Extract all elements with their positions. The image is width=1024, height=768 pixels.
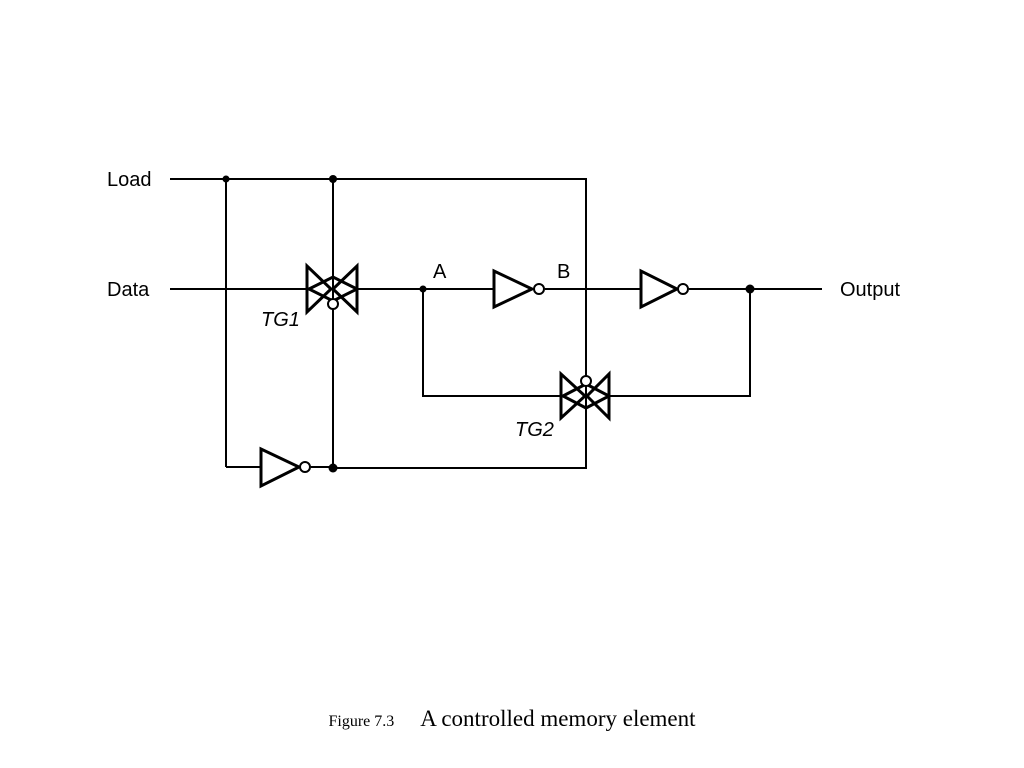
- output-label: Output: [840, 279, 900, 301]
- inverter-1: [492, 268, 545, 310]
- inverter-2: [639, 268, 689, 310]
- load-wire: [170, 178, 587, 469]
- junction-dot-load-left: [222, 175, 230, 183]
- junction-dot-node-a: [419, 285, 427, 293]
- junction-dot-output: [745, 284, 755, 294]
- tg2-bubble: [580, 375, 592, 387]
- figure-number: Figure 7.3: [328, 713, 395, 730]
- feedback-right-wire: [609, 289, 751, 397]
- load-label: Load: [107, 169, 152, 191]
- figure-title: A controlled memory element: [420, 706, 696, 731]
- tg1-label: TG1: [261, 309, 300, 331]
- figure-caption: Figure 7.3 A controlled memory element: [0, 706, 1024, 732]
- tg1-transmission-gate: [305, 262, 361, 316]
- node-b-label: B: [557, 261, 570, 283]
- tg2-label: TG2: [515, 419, 554, 441]
- junction-dot-bottom: [328, 463, 338, 473]
- data-label: Data: [107, 279, 150, 301]
- tg1-bubble: [327, 298, 339, 310]
- node-a-label: A: [433, 261, 447, 283]
- inverter-3: [259, 446, 311, 489]
- junction-dot-load-tg1: [329, 175, 337, 183]
- tg2-transmission-gate: [559, 370, 613, 422]
- feedback-left-wire: [422, 289, 561, 397]
